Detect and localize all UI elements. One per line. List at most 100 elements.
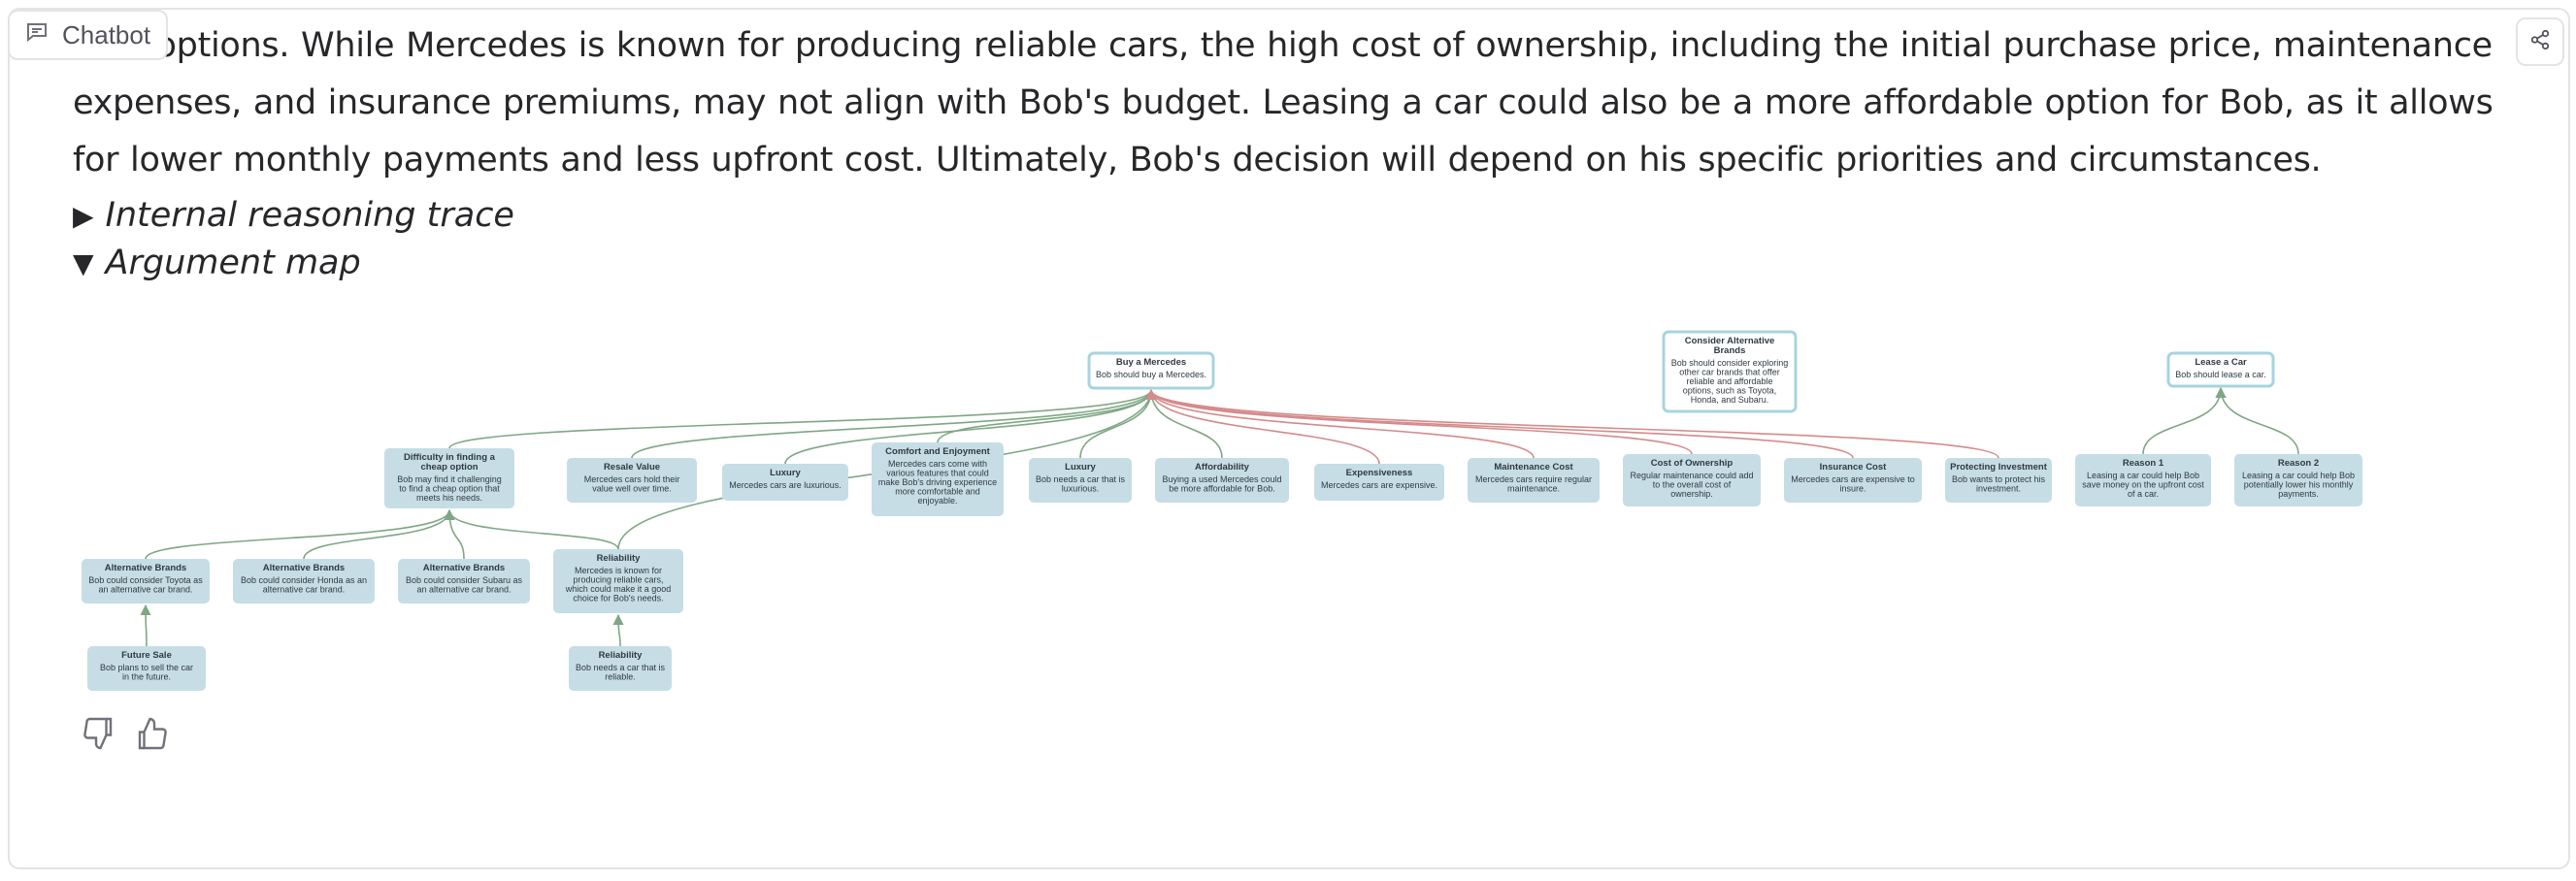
argument-node-title: Protecting Investment bbox=[1950, 462, 2048, 473]
edge-maint-to-buy bbox=[1145, 388, 1535, 459]
argument-node-text: reliable and affordable bbox=[1687, 376, 1773, 386]
argument-node-text: insure. bbox=[1839, 484, 1866, 494]
argument-node-title: Expensiveness bbox=[1346, 468, 1413, 478]
argument-node-title: Brands bbox=[1714, 345, 1746, 356]
argument-map-label: Argument map bbox=[105, 244, 361, 282]
argument-node-title: Reason 1 bbox=[2123, 458, 2164, 469]
argument-node-text: which could make it a good bbox=[565, 584, 672, 594]
edge-altb2-to-difficulty bbox=[303, 508, 455, 560]
argument-node-text: payments. bbox=[2278, 489, 2319, 499]
argument-map-toggle[interactable]: ▼ Argument map bbox=[73, 244, 361, 282]
argument-node-text: Bob needs a car that is bbox=[576, 663, 666, 672]
edge-afford-to-buy bbox=[1145, 388, 1223, 459]
argument-node-text: Bob should consider exploring bbox=[1671, 358, 1789, 368]
argument-node-text: producing reliable cars, bbox=[573, 575, 663, 585]
argument-node-text: more comfortable and bbox=[895, 487, 980, 497]
argument-node-text: Mercedes cars are expensive to bbox=[1791, 474, 1915, 484]
argument-node-title: cheap option bbox=[420, 462, 478, 473]
argument-node-text: Honda, and Subaru. bbox=[1691, 395, 1769, 405]
assistant-message-text: able options. While Mercedes is known fo… bbox=[73, 26, 2493, 179]
argument-node-text: other car brands that offer bbox=[1679, 368, 1779, 377]
argument-node-text: in the future. bbox=[122, 672, 171, 682]
argument-node-title: Future Sale bbox=[121, 650, 172, 661]
edge-costown-to-buy bbox=[1145, 388, 1693, 455]
edge-rel1-to-difficulty bbox=[444, 508, 619, 550]
argument-node-title: Cost of Ownership bbox=[1651, 458, 1734, 469]
triangle-down-icon: ▼ bbox=[73, 246, 94, 279]
argument-node-text: Leasing a car could help Bob bbox=[2242, 471, 2355, 480]
argument-node-title: Reliability bbox=[599, 650, 644, 661]
edge-insur-to-buy bbox=[1145, 388, 1854, 459]
argument-node-title: Comfort and Enjoyment bbox=[885, 446, 991, 457]
argument-node-text: alternative car brand. bbox=[263, 585, 346, 595]
reasoning-trace-label: Internal reasoning trace bbox=[105, 196, 514, 235]
argument-node-text: to find a cheap option that bbox=[399, 484, 500, 494]
argument-node-text: save money on the upfront cost bbox=[2082, 480, 2204, 490]
feedback-bar bbox=[82, 716, 169, 751]
thumbs-up-icon[interactable] bbox=[134, 716, 169, 751]
chat-panel bbox=[8, 8, 2570, 869]
argument-node-title: Luxury bbox=[1065, 462, 1096, 473]
argument-node-text: Mercedes cars hold their bbox=[584, 474, 680, 484]
argument-node-text: Mercedes cars come with bbox=[888, 459, 987, 469]
argument-node-title: Maintenance Cost bbox=[1494, 462, 1573, 473]
edge-altb3-to-difficulty bbox=[444, 508, 465, 560]
edge-resale-to-buy bbox=[631, 388, 1157, 459]
argument-node-title: Difficulty in finding a bbox=[404, 452, 496, 463]
argument-node-text: enjoyable. bbox=[917, 496, 957, 506]
thumbs-down-icon[interactable] bbox=[82, 716, 116, 751]
argument-node-text: Mercedes is known for bbox=[575, 566, 662, 575]
argument-node-text: Leasing a car could help Bob bbox=[2087, 471, 2199, 480]
edge-rel2-to-rel1 bbox=[612, 613, 624, 647]
argument-node-text: Bob wants to protect his bbox=[1952, 474, 2046, 484]
argument-node-title: Luxury bbox=[770, 468, 801, 478]
argument-node-title: Lease a Car bbox=[2195, 357, 2247, 368]
argument-node-text: to the overall cost of bbox=[1653, 480, 1732, 490]
argument-node-text: luxurious. bbox=[1062, 484, 1100, 494]
argument-node-text: Bob could consider Toyota as bbox=[88, 575, 203, 585]
argument-node-text: Bob could consider Honda as an bbox=[241, 575, 367, 585]
argument-node-text: potentially lower his monthly bbox=[2244, 480, 2354, 490]
reasoning-trace-toggle[interactable]: ▶ Internal reasoning trace bbox=[73, 196, 514, 235]
chatbot-label: Chatbot bbox=[62, 19, 151, 49]
argument-node-text: Mercedes cars are luxurious. bbox=[729, 480, 842, 490]
argument-node-title: Affordability bbox=[1195, 462, 1250, 473]
argument-node-title: Resale Value bbox=[604, 462, 660, 473]
edge-difficulty-to-buy bbox=[448, 388, 1157, 449]
argument-node-text: Bob should lease a car. bbox=[2175, 370, 2266, 379]
edge-reason2-to-lease bbox=[2215, 386, 2299, 455]
argument-node-text: Bob should buy a Mercedes. bbox=[1096, 370, 1206, 379]
edge-protect-to-buy bbox=[1145, 388, 1999, 459]
share-icon bbox=[2529, 29, 2551, 55]
edge-expens-to-buy bbox=[1145, 388, 1380, 465]
share-button[interactable] bbox=[2516, 17, 2564, 66]
argument-node-title: Alternative Brands bbox=[105, 563, 186, 573]
argument-node-text: various features that could bbox=[886, 469, 989, 478]
argument-node-text: of a car. bbox=[2128, 489, 2159, 499]
argument-node-text: maintenance. bbox=[1507, 484, 1560, 494]
argument-node-text: Bob plans to sell the car bbox=[100, 663, 193, 672]
argument-node-text: reliable. bbox=[605, 672, 636, 682]
argument-node-text: an alternative car brand. bbox=[416, 585, 511, 595]
argument-node-text: Mercedes cars are expensive. bbox=[1321, 480, 1437, 490]
edge-luxury2-to-buy bbox=[1079, 388, 1157, 459]
argument-node-text: value well over time. bbox=[592, 484, 672, 494]
edge-future-to-altb1 bbox=[140, 604, 151, 647]
